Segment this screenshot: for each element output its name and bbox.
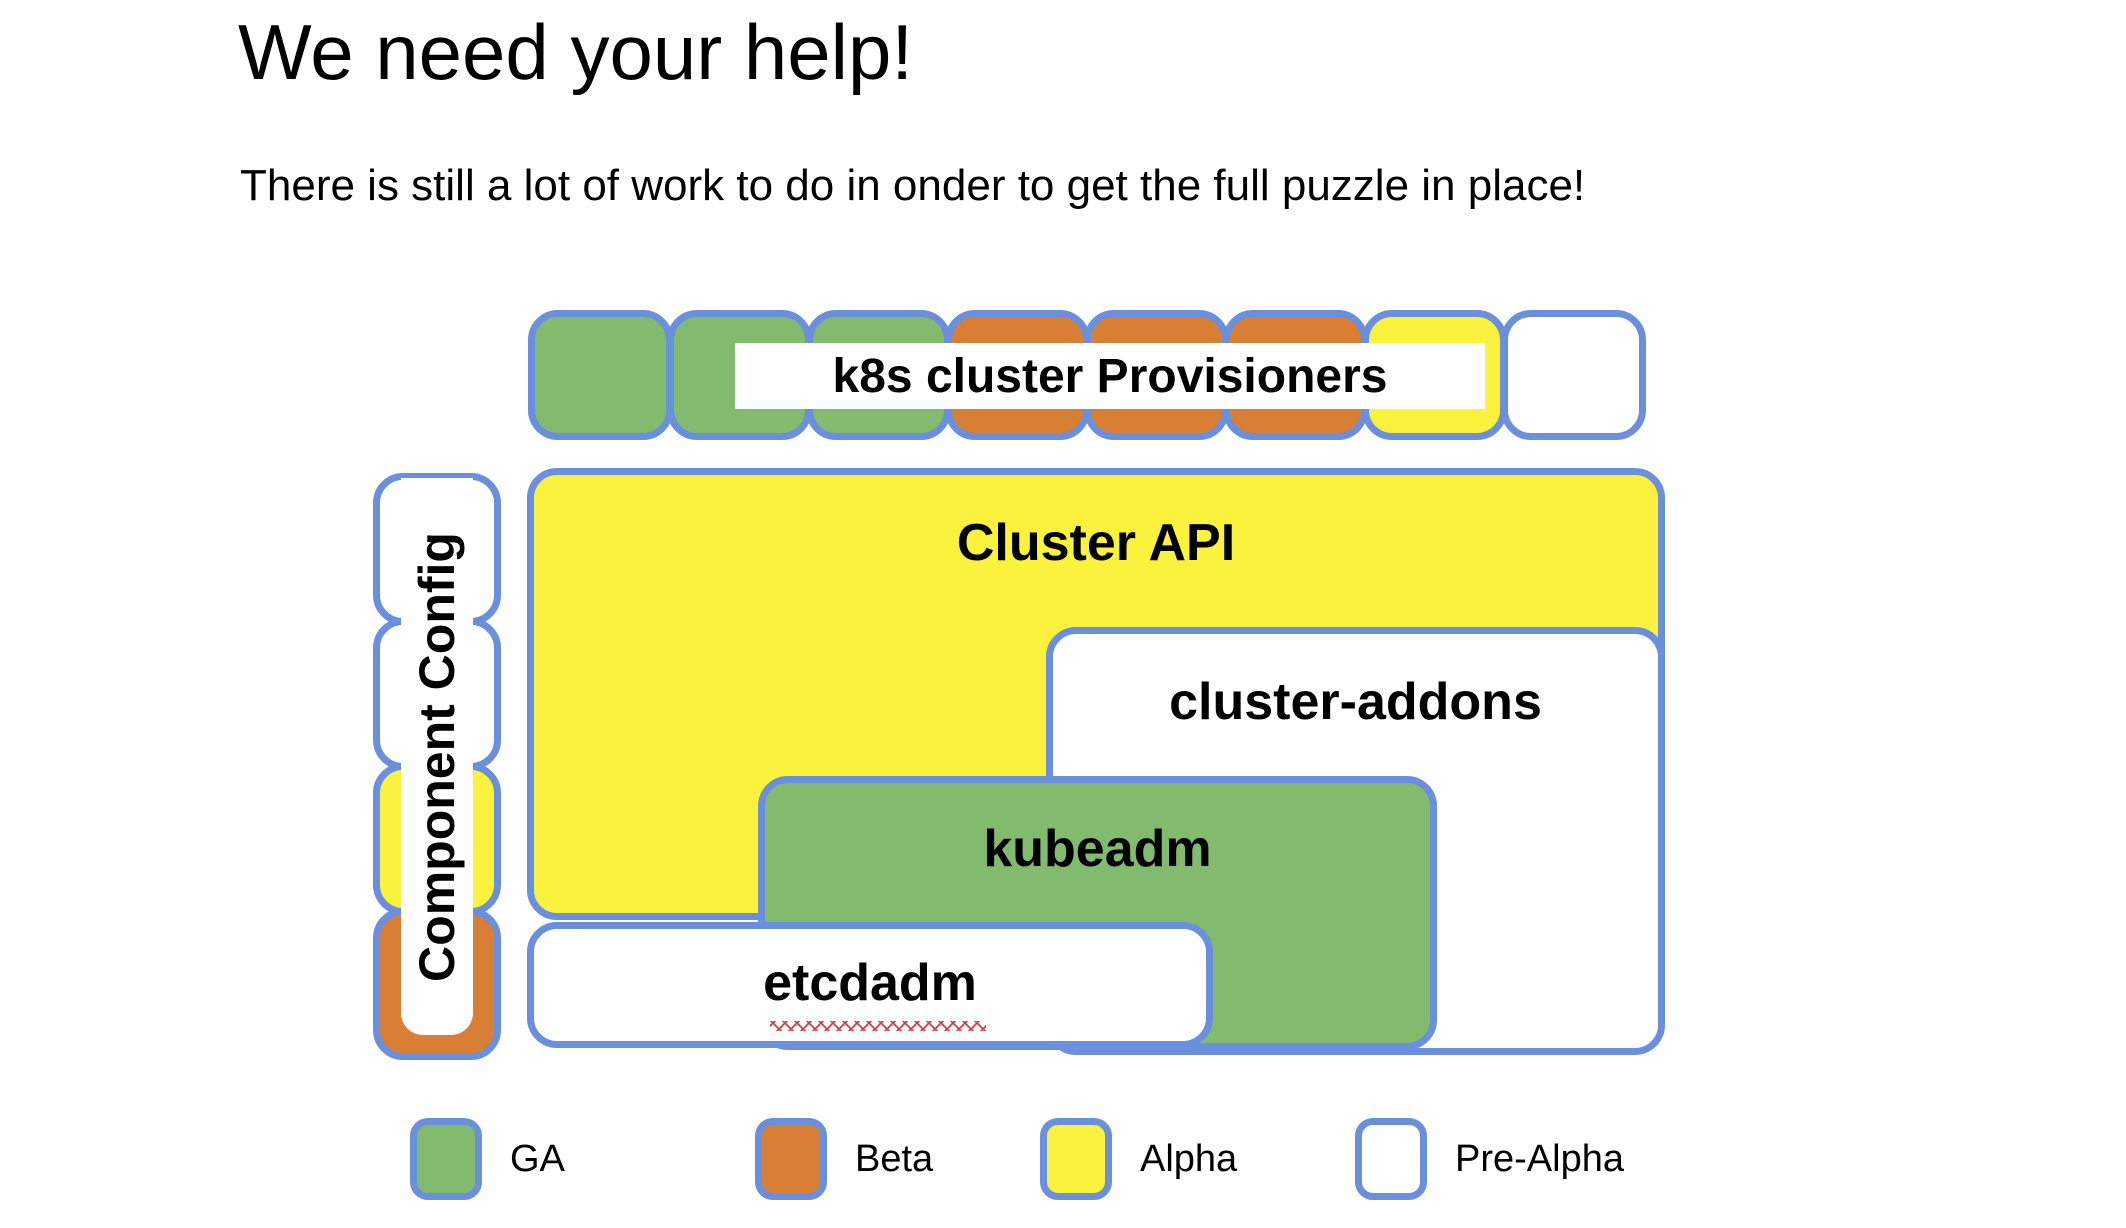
legend-swatch-ga <box>410 1118 482 1200</box>
region-cluster-api-label: Cluster API <box>956 514 1236 572</box>
legend-item-pre-alpha: Pre-Alpha <box>1355 1118 1624 1200</box>
legend-label-pre-alpha: Pre-Alpha <box>1455 1137 1624 1180</box>
region-cluster-addons-label: cluster-addons <box>1169 673 1542 731</box>
page-subtitle: There is still a lot of work to do in on… <box>240 161 1586 210</box>
legend-label-beta: Beta <box>855 1137 934 1180</box>
legend-item-alpha: Alpha <box>1040 1118 1237 1200</box>
region-kubeadm-label: kubeadm <box>983 820 1212 878</box>
provisioner-tile-8[interactable] <box>1501 310 1646 440</box>
legend-swatch-beta <box>755 1118 827 1200</box>
legend-swatch-alpha <box>1040 1118 1112 1200</box>
region-etcdadm[interactable]: etcdadm <box>527 922 1213 1048</box>
region-etcdadm-label: etcdadm <box>763 954 977 1012</box>
component-config-label: Component Config <box>409 531 465 982</box>
legend-label-alpha: Alpha <box>1140 1137 1238 1180</box>
spellcheck-underline-icon <box>770 1021 986 1031</box>
legend-label-ga: GA <box>510 1137 565 1180</box>
legend-item-beta: Beta <box>755 1118 933 1200</box>
legend-swatch-pre-alpha <box>1355 1118 1427 1200</box>
provisioner-row-label: k8s cluster Provisioners <box>735 343 1485 409</box>
legend-item-ga: GA <box>410 1118 565 1200</box>
page-title: We need your help! <box>238 8 913 96</box>
legend: GA Beta Alpha Pre-Alpha <box>0 1118 2126 1228</box>
provisioner-tile-1[interactable] <box>528 310 673 440</box>
component-config-label-strip: Component Config <box>401 478 473 1035</box>
